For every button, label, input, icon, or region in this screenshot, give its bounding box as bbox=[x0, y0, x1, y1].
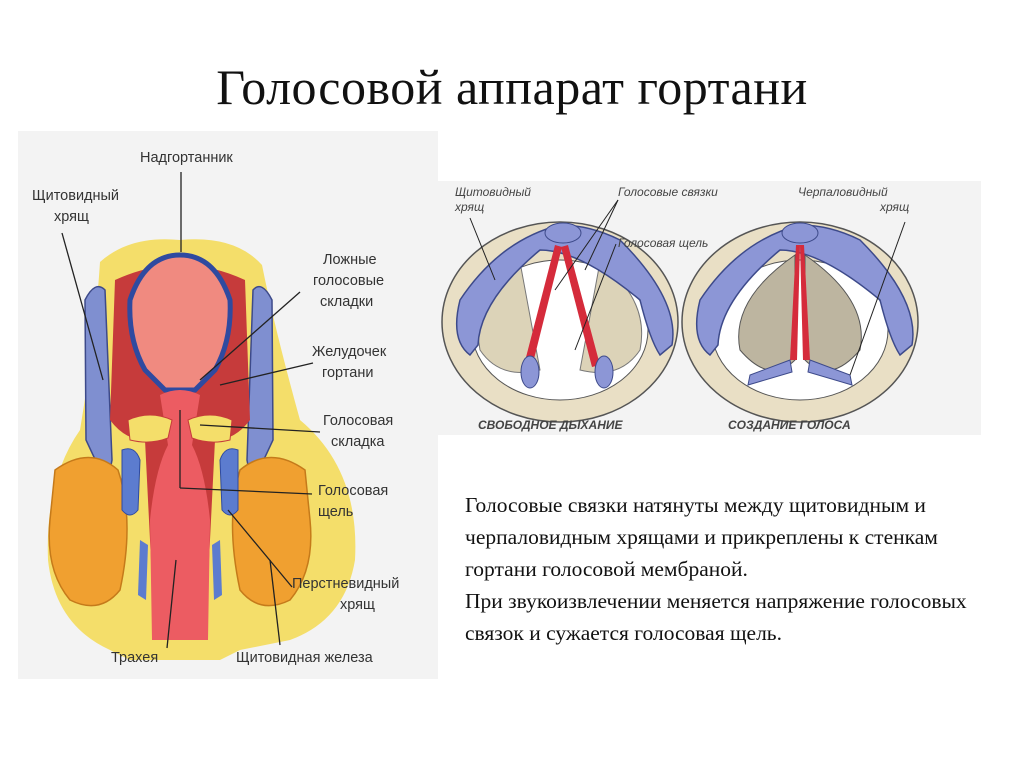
vocal-fold-left bbox=[128, 415, 172, 442]
label-vocal-fold-1: Голосовая bbox=[323, 411, 393, 432]
label-false-folds-3: складки bbox=[320, 292, 373, 313]
label-glottis-1: Голосовая bbox=[318, 481, 388, 502]
free-arytenoid-right bbox=[595, 356, 613, 388]
caption-voice-production: СОЗДАНИЕ ГОЛОСА bbox=[728, 418, 851, 432]
description-paragraph-1: Голосовые связки натянуты между щитовидн… bbox=[465, 489, 985, 585]
description-paragraph-2: При звукоизвлечении меняется напряжение … bbox=[465, 585, 985, 649]
label-trachea: Трахея bbox=[111, 648, 158, 669]
vocal-fold-right bbox=[188, 415, 232, 442]
rlabel-arytenoid-2: хрящ bbox=[880, 200, 909, 215]
label-ventricle-1: Желудочек bbox=[312, 342, 386, 363]
rlabel-glottis: Голосовая щель bbox=[618, 236, 708, 251]
label-thyroid-gland: Щитовидная железа bbox=[236, 648, 373, 669]
free-thyroid-knob bbox=[545, 223, 581, 243]
caption-free-breathing: СВОБОДНОЕ ДЫХАНИЕ bbox=[478, 418, 623, 432]
description-text: Голосовые связки натянуты между щитовидн… bbox=[465, 489, 985, 649]
label-thyroid-cartilage-1: Щитовидный bbox=[32, 186, 119, 207]
label-epiglottis: Надгортанник bbox=[140, 148, 233, 169]
rlabel-vocal-cords: Голосовые связки bbox=[618, 185, 718, 200]
thyroid-gland-left bbox=[49, 458, 127, 606]
rlabel-thyroid-1: Щитовидный bbox=[455, 185, 531, 200]
label-glottis-2: щель bbox=[318, 502, 353, 523]
label-false-folds-2: голосовые bbox=[313, 271, 384, 292]
label-cricoid-2: хрящ bbox=[340, 595, 375, 616]
label-false-folds-1: Ложные bbox=[323, 250, 377, 271]
free-arytenoid-left bbox=[521, 356, 539, 388]
label-vocal-fold-2: складка bbox=[331, 432, 384, 453]
label-cricoid-1: Перстневидный bbox=[292, 574, 399, 595]
voice-production-diagram bbox=[682, 222, 918, 422]
rlabel-arytenoid-1: Черпаловидный bbox=[798, 185, 888, 200]
label-ventricle-2: гортани bbox=[322, 363, 373, 384]
epiglottis bbox=[130, 255, 230, 390]
cricoid-cartilage-left bbox=[122, 449, 140, 515]
cricoid-cartilage-right bbox=[220, 449, 238, 515]
free-breathing-diagram bbox=[442, 222, 678, 422]
label-thyroid-cartilage-2: хрящ bbox=[54, 207, 89, 228]
voice-thyroid-knob bbox=[782, 223, 818, 243]
rlabel-thyroid-2: хрящ bbox=[455, 200, 484, 215]
